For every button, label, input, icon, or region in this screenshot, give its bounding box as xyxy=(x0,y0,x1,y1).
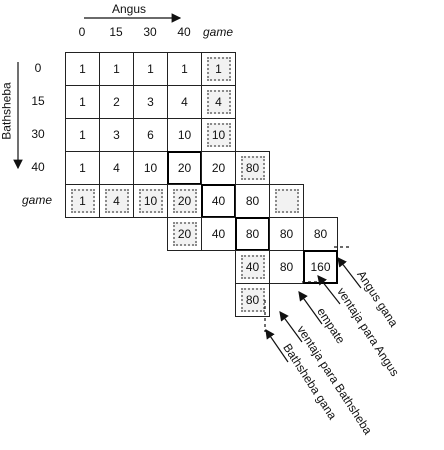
grid-cell xyxy=(269,184,304,218)
grid-cell-value: 10 xyxy=(138,189,163,213)
grid-cell-value: 1 xyxy=(206,57,231,81)
grid-cell: 80 xyxy=(235,151,270,185)
legend-arrow xyxy=(298,291,323,325)
grid-cell: 1 xyxy=(201,52,236,86)
grid-cell: 4 xyxy=(99,184,134,218)
legend-arrow xyxy=(279,311,303,343)
grid-cell-value: 20 xyxy=(172,189,197,213)
col-label-15: 15 xyxy=(109,25,123,39)
legend-arrow xyxy=(337,257,362,289)
grid-cell-value: 4 xyxy=(113,161,120,175)
grid-cell: 80 xyxy=(235,184,270,218)
grid-cell-value: 80 xyxy=(313,227,328,241)
grid-cell-value: 160 xyxy=(310,260,331,274)
grid-cell: 10 xyxy=(201,118,236,152)
legend-arrow xyxy=(265,329,289,363)
grid-cell: 20 xyxy=(167,217,202,251)
grid-cell-value: 6 xyxy=(147,128,154,142)
grid-cell-value: 1 xyxy=(79,128,86,142)
row-label-15: 15 xyxy=(31,94,45,108)
grid-cell-value xyxy=(274,189,299,213)
grid-cell-value: 2 xyxy=(113,95,120,109)
grid-cell: 20 xyxy=(167,184,202,218)
col-label-game: game xyxy=(202,25,234,39)
grid-cell-value: 4 xyxy=(206,90,231,114)
grid-cell: 1 xyxy=(65,85,100,119)
grid-cell: 80 xyxy=(235,283,270,317)
grid-cell: 80 xyxy=(269,217,304,251)
row-label-40: 40 xyxy=(31,160,45,174)
axis-title-angus: Angus xyxy=(112,2,147,16)
grid-cell-value: 80 xyxy=(240,156,265,180)
grid-cell-value: 80 xyxy=(279,227,294,241)
grid-cell-value: 80 xyxy=(240,288,265,312)
grid-cell-value: 1 xyxy=(79,161,86,175)
grid-cell-value: 20 xyxy=(211,161,226,175)
grid-cell: 40 xyxy=(235,250,270,284)
grid-cell: 40 xyxy=(201,184,236,218)
grid-cell-value: 4 xyxy=(104,189,129,213)
grid-cell-value: 40 xyxy=(211,227,226,241)
grid-cell-value: 3 xyxy=(147,95,154,109)
row-label-30: 30 xyxy=(31,127,45,141)
legend-arrow xyxy=(317,275,341,305)
grid-cell: 40 xyxy=(201,217,236,251)
grid-cell-value: 1 xyxy=(79,95,86,109)
grid-cell-value: 3 xyxy=(113,128,120,142)
row-label-game: game xyxy=(22,193,53,207)
grid-cell: 1 xyxy=(167,52,202,86)
grid-cell-value: 10 xyxy=(143,161,158,175)
grid-cell: 1 xyxy=(65,184,100,218)
grid-cell: 80 xyxy=(303,217,338,251)
grid-cell-value: 40 xyxy=(240,255,265,279)
grid-cell-value: 20 xyxy=(177,161,192,175)
grid-cell: 3 xyxy=(99,118,134,152)
grid-cell-value: 80 xyxy=(279,260,294,274)
grid-cell-value: 80 xyxy=(245,194,260,208)
grid-cell-value: 1 xyxy=(79,62,86,76)
grid-cell-value: 1 xyxy=(70,189,95,213)
grid-cell: 160 xyxy=(303,250,338,284)
grid-cell: 10 xyxy=(133,184,168,218)
grid-cell-value: 4 xyxy=(181,95,188,109)
grid-cell-value: 1 xyxy=(147,62,154,76)
col-label-0: 0 xyxy=(78,25,86,39)
grid-cell: 1 xyxy=(133,52,168,86)
grid-cell-value: 10 xyxy=(177,128,192,142)
grid-cell-value: 40 xyxy=(211,194,226,208)
grid-cell-value: 10 xyxy=(206,123,231,147)
grid-cell-value: 1 xyxy=(181,62,188,76)
col-label-30: 30 xyxy=(143,25,157,39)
grid-cell-value: 20 xyxy=(172,222,197,246)
col-label-40: 40 xyxy=(177,25,191,39)
grid-cell: 3 xyxy=(133,85,168,119)
row-label-0: 0 xyxy=(34,61,42,75)
grid-cell: 4 xyxy=(201,85,236,119)
grid-cell-value: 80 xyxy=(245,227,260,241)
grid-cell-value: 1 xyxy=(113,62,120,76)
